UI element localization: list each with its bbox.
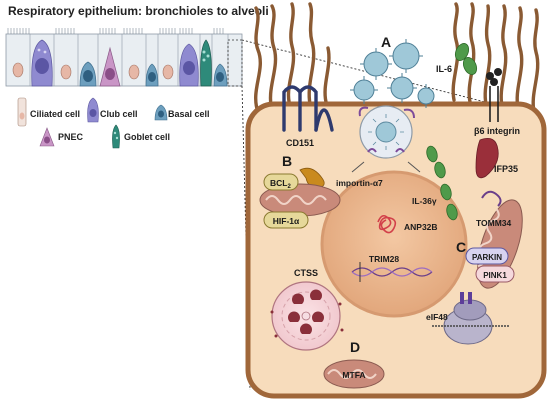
label-d: D	[350, 339, 360, 355]
legend-pnec-label: PNEC	[58, 132, 84, 142]
legend-ciliated-label: Ciliated cell	[30, 109, 81, 119]
cd151-label: CD151	[286, 138, 314, 148]
il6-protein	[454, 43, 478, 75]
legend-basal-label: Basal cell	[168, 109, 210, 119]
virus-particles	[350, 39, 435, 108]
anp32b-label: ANP32B	[404, 222, 438, 232]
pink1-label: PINK1	[483, 271, 507, 280]
pink1-pill	[475, 265, 515, 283]
ctss-label: CTSS	[294, 268, 318, 278]
hif1a-label: HIF-1α	[273, 216, 300, 226]
bcl2-subscript: 2	[287, 184, 291, 190]
endosome	[351, 105, 421, 173]
ifp35-protein	[475, 137, 499, 179]
bcl2-base: BCL	[270, 178, 287, 188]
tomm34-label: TOMM34	[476, 218, 512, 228]
legend-club-icon	[87, 97, 99, 123]
legend-pnec-icon	[39, 127, 55, 147]
legend-goblet-icon	[112, 124, 120, 149]
mtfa-label: MTFA	[342, 370, 365, 380]
legend-goblet-label: Goblet cell	[124, 132, 171, 142]
rna-icon	[377, 214, 397, 234]
legend-basal-icon	[154, 104, 168, 121]
legend-ciliated-icon	[17, 97, 27, 127]
mitochondrion-d	[323, 359, 385, 389]
ifp35-label: IFP35	[494, 164, 518, 174]
epithelium-strip	[5, 28, 243, 87]
bcl2-label: BCL2	[270, 178, 291, 190]
label-a: A	[381, 34, 391, 50]
eif48-ribosome	[432, 292, 510, 345]
diagram-title: Respiratory epithelium: bronchioles to a…	[8, 4, 269, 18]
b6-integrin-label: β6 integrin	[474, 126, 520, 136]
il36g-label: IL-36γ	[412, 196, 437, 206]
legend-club-label: Club cell	[100, 109, 138, 119]
nucleus	[320, 170, 468, 318]
il6-label: IL-6	[436, 64, 452, 74]
label-b: B	[282, 153, 292, 169]
parkin-label: PARKIN	[472, 253, 502, 262]
b6-integrin-protein	[486, 68, 502, 122]
eif48-label: eIF48	[426, 312, 448, 322]
label-c: C	[456, 239, 466, 255]
il36g-protein	[426, 145, 458, 221]
trim28-label: TRIM28	[369, 254, 400, 264]
bcl2-pill	[263, 173, 299, 191]
dna-icon	[351, 262, 433, 282]
importin-label: importin-α7	[336, 178, 383, 188]
cd151-protein	[282, 85, 334, 132]
ctss-lysosome	[270, 281, 344, 351]
hif1a-pill	[263, 211, 309, 229]
parkin-pill	[465, 247, 509, 265]
